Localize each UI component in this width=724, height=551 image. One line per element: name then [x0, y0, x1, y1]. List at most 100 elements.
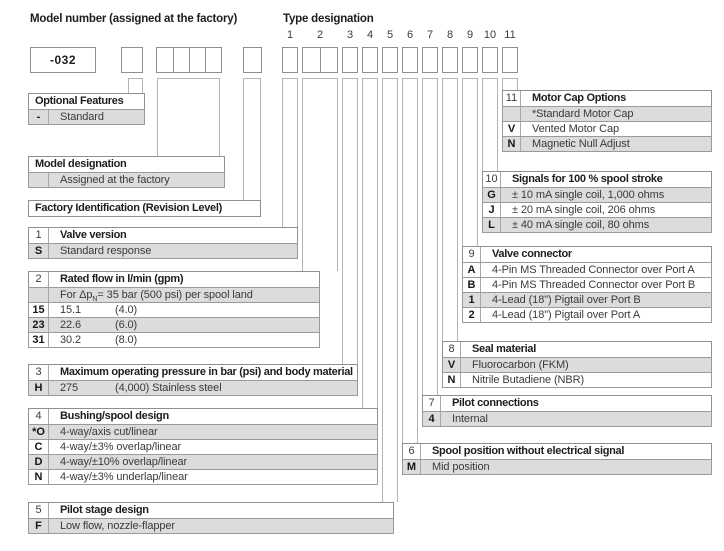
table-number: 1 [29, 228, 49, 243]
table-title: Spool position without electrical signal [432, 445, 625, 457]
type-box-11 [502, 47, 518, 73]
description-cell: Low flow, nozzle-flapper [60, 520, 175, 532]
connector-9 [462, 78, 478, 246]
value-part: 30.2 [60, 334, 82, 346]
description-cell: Standard response [60, 245, 152, 257]
model-number-heading: Model number (assigned at the factory) [30, 13, 238, 25]
code-cell: N [29, 470, 49, 484]
table-title: Model designation [35, 158, 127, 170]
table-number: 2 [29, 272, 49, 287]
table-title: Rated flow in l/min (gpm) [60, 273, 184, 285]
table-title: Factory Identification (Revision Level) [35, 202, 222, 214]
table-header: 4 Bushing/spool design [28, 408, 378, 425]
description-cell: Assigned at the factory [60, 174, 170, 186]
table-title: Optional Features [35, 95, 124, 107]
type-box-2 [302, 47, 338, 73]
connector-4 [362, 78, 378, 408]
table-title: Pilot stage design [60, 504, 149, 516]
code-cell: A [463, 263, 481, 277]
description-cell: 4-way/axis cut/linear [60, 426, 158, 438]
description-cell: Internal [452, 413, 488, 425]
optional-features-box [121, 47, 143, 73]
column-number-9: 9 [466, 29, 474, 41]
factory-identification-box [243, 47, 262, 73]
code-cell: 4 [423, 412, 441, 426]
table-number: 4 [29, 409, 49, 424]
table-optional-features: Optional Features -Standard [28, 93, 145, 125]
cell-divider [205, 48, 206, 72]
code-cell: D [29, 455, 49, 469]
code-cell: 15 [29, 303, 49, 317]
description-cell: 4-way/±10% overlap/linear [60, 456, 188, 468]
column-number-8: 8 [446, 29, 454, 41]
connector-1 [282, 78, 298, 227]
code-cell [503, 107, 521, 121]
table-row: -Standard [28, 109, 145, 125]
code-cell: 31 [29, 333, 49, 347]
value-part: 15.1 [60, 304, 82, 316]
column-number-2: 2 [316, 29, 324, 41]
code-cell: 23 [29, 318, 49, 332]
table-number: 3 [29, 365, 49, 380]
connector-optional-features [128, 78, 143, 93]
code-cell: M [403, 460, 421, 474]
type-box-10 [482, 47, 498, 73]
description-cell: 4-Lead (18") Pigtail over Port A [492, 309, 641, 321]
type-box-8 [442, 47, 458, 73]
table-row: 4 Internal [422, 411, 712, 427]
table-number: 7 [423, 396, 441, 411]
value-part: (4,000) Stainless steel [115, 382, 222, 394]
code-cell: L [483, 218, 501, 232]
connector-7 [422, 78, 438, 395]
code-cell: 1 [463, 293, 481, 307]
column-number-3: 3 [346, 29, 354, 41]
code-cell [29, 288, 49, 302]
description-cell: ± 40 mA single coil, 80 ohms [512, 219, 650, 231]
code-cell [29, 173, 49, 187]
value-part: (4.0) [115, 304, 138, 316]
code-cell: V [503, 122, 521, 136]
type-box-7 [422, 47, 438, 73]
table-title: Bushing/spool design [60, 410, 169, 422]
table-row: J± 20 mA single coil, 206 ohms [482, 202, 712, 218]
table-header: Model designation [28, 156, 225, 173]
table-row: *Standard Motor Cap [502, 106, 712, 122]
description-cell: *Standard Motor Cap [532, 108, 634, 120]
code-cell: 2 [463, 308, 481, 322]
connector-5 [382, 78, 398, 502]
code-cell: C [29, 440, 49, 454]
table-row: C 4-way/±3% overlap/linear [28, 439, 378, 455]
connector-8 [442, 78, 458, 341]
description-cell: 4-way/±3% overlap/linear [60, 441, 182, 453]
table-number: 8 [443, 342, 461, 357]
table-header: Factory Identification (Revision Level) [28, 200, 261, 217]
code-cell: H [29, 381, 49, 395]
code-cell: F [29, 519, 49, 533]
column-number-6: 6 [406, 29, 414, 41]
model-number-box: -032 [30, 47, 96, 73]
table-header: Optional Features [28, 93, 145, 110]
model-designation-box [156, 47, 222, 73]
